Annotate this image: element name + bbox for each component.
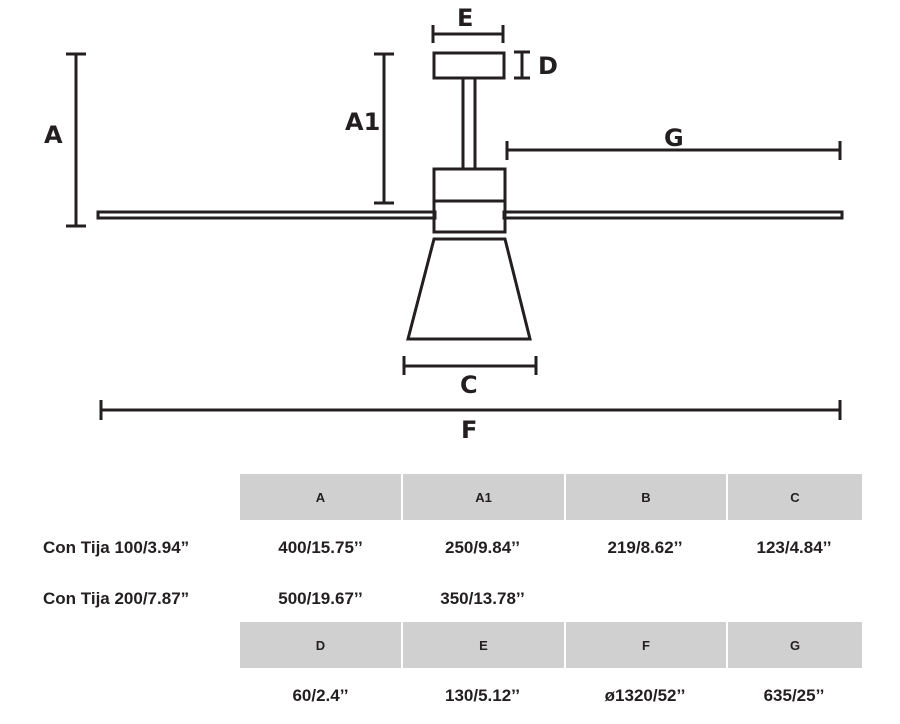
table-header-cell: F	[564, 622, 726, 668]
fan-dimension-diagram: A A1 E D G C F	[44, 4, 844, 444]
table-header-cell: A	[240, 474, 401, 520]
blade-left	[96, 210, 437, 220]
downrod	[461, 76, 477, 171]
row-label: Con Tija 200/7.87”	[43, 589, 190, 608]
table-cell: 250/9.84’’	[445, 538, 520, 557]
table-cell: 635/25’’	[763, 686, 825, 705]
blade-right	[502, 210, 844, 220]
dimension-f-line	[99, 400, 842, 420]
table-cell: 123/4.84’’	[756, 538, 832, 557]
dimension-e-line	[431, 25, 505, 43]
label-g: G	[664, 124, 684, 152]
table-cell: 350/13.78’’	[440, 589, 525, 608]
table-header-cell: C	[726, 474, 862, 520]
dimension-a-line	[66, 52, 86, 228]
table-header-row: D E F G	[0, 622, 862, 668]
table-cell	[564, 576, 726, 622]
table-row: 60/2.4’’ 130/5.12’’ ø1320/52’’ 635/25’’	[0, 668, 862, 724]
table-cell: 500/19.67’’	[278, 589, 363, 608]
table-cell: 60/2.4’’	[292, 686, 349, 705]
table-row: Con Tija 100/3.94” 400/15.75’’ 250/9.84’…	[0, 520, 862, 576]
table-header-cell: A1	[401, 474, 564, 520]
dimension-c-line	[402, 356, 538, 375]
label-c: C	[460, 371, 478, 399]
dimension-g-line	[505, 141, 842, 160]
label-d: D	[538, 52, 558, 80]
label-e: E	[457, 4, 473, 32]
lamp-shade	[406, 237, 532, 341]
table-cell	[726, 576, 862, 622]
table-cell: 219/8.62’’	[607, 538, 683, 557]
row-label: Con Tija 100/3.94”	[43, 538, 190, 557]
table-header-cell: E	[401, 622, 564, 668]
label-a: A	[44, 121, 63, 149]
label-a1: A1	[345, 108, 380, 136]
label-f: F	[461, 416, 477, 444]
table-header-cell: D	[240, 622, 401, 668]
table-row: Con Tija 200/7.87” 500/19.67’’ 350/13.78…	[0, 576, 862, 622]
table-header-row: A A1 B C	[0, 474, 862, 520]
table-header-cell: G	[726, 622, 862, 668]
table-cell: ø1320/52’’	[604, 686, 686, 705]
dimension-d-line	[514, 50, 530, 80]
table-cell: 400/15.75’’	[278, 538, 363, 557]
row-label	[0, 668, 240, 724]
motor-housing	[432, 167, 507, 241]
dimensions-table: A A1 B C Con Tija 100/3.94” 400/15.75’’ …	[0, 474, 862, 724]
canopy	[432, 51, 506, 80]
table-header-cell: B	[564, 474, 726, 520]
table-cell: 130/5.12’’	[445, 686, 520, 705]
dimension-a1-line	[374, 52, 394, 205]
